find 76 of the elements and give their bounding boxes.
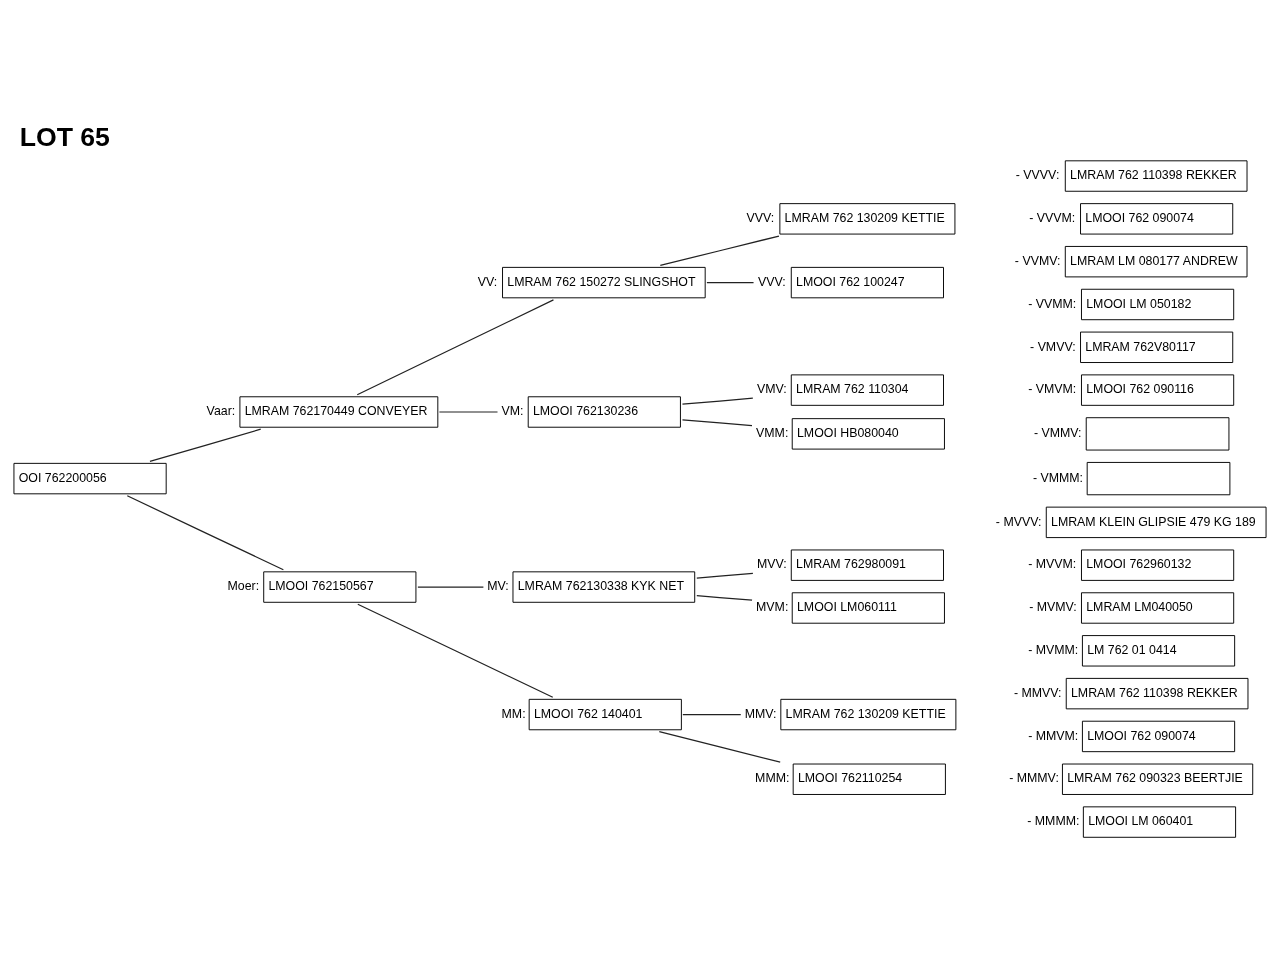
node-label: MMM: xyxy=(755,770,790,785)
connector xyxy=(356,298,555,395)
node-box: LMRAM 762980091 xyxy=(790,549,944,581)
node-label: VM: xyxy=(501,403,524,418)
node-label: VVV: xyxy=(746,210,775,225)
node-box: LMOOI LM060111 xyxy=(791,591,945,624)
node-label: MMV: xyxy=(744,706,777,721)
node-box: LMOOI 762 090074 xyxy=(1081,720,1236,752)
node-label: Moer: xyxy=(227,578,260,593)
connector xyxy=(696,572,754,579)
node-box xyxy=(1086,461,1231,495)
node-box xyxy=(1085,416,1230,451)
node-label: VV: xyxy=(477,274,498,289)
node-box: LMOOI 762150567 xyxy=(263,570,417,603)
node-box: LMRAM LM040050 xyxy=(1081,591,1235,624)
node-box: LM 762 01 0414 xyxy=(1081,634,1236,666)
node-label: - MMVV: xyxy=(1013,685,1062,700)
connector xyxy=(696,594,753,601)
node-box: LMOOI LM 060401 xyxy=(1082,805,1237,838)
node-label: - MMMV: xyxy=(1009,770,1059,785)
node-box: LMRAM 762 110398 REKKER xyxy=(1064,159,1248,192)
node-box: LMOOI 762 090074 xyxy=(1080,202,1234,235)
node-label: MV: xyxy=(487,578,509,593)
node-box: OOI 762200056 xyxy=(13,462,167,494)
connector xyxy=(357,603,554,698)
node-label: - VVMV: xyxy=(1014,253,1061,268)
node-label: - MVVM: xyxy=(1028,556,1077,571)
connector xyxy=(417,585,484,588)
node-box: LMOOI 762 140401 xyxy=(528,698,682,730)
node-box: LMOOI HB080040 xyxy=(791,417,945,450)
node-box: LMRAM 762130338 KYK NET xyxy=(512,570,696,603)
node-label: - VVVV: xyxy=(1015,167,1060,182)
node-label: - VMVM: xyxy=(1028,381,1077,396)
node-label: - VVVM: xyxy=(1029,210,1076,225)
node-box: LMOOI 762130236 xyxy=(527,395,681,428)
connector xyxy=(681,397,754,405)
node-box: LMOOI LM 050182 xyxy=(1081,288,1235,320)
connector xyxy=(706,281,755,283)
node-label: - MMVM: xyxy=(1028,728,1079,743)
node-label: - MVVV: xyxy=(995,514,1042,529)
connector xyxy=(126,494,284,570)
connector xyxy=(659,234,780,266)
node-box: LMRAM LM 080177 ANDREW xyxy=(1064,245,1248,277)
node-box: LMRAM 762V80117 xyxy=(1080,331,1234,363)
connector xyxy=(149,428,262,462)
node-box: LMOOI 762110254 xyxy=(792,763,946,795)
node-label: - VMMM: xyxy=(1032,470,1084,485)
connector xyxy=(682,713,742,715)
node-label: - VVMM: xyxy=(1028,296,1077,311)
node-box: LMRAM KLEIN GLIPSIE 479 KG 189 xyxy=(1045,506,1267,538)
node-label: - MVMM: xyxy=(1028,642,1079,657)
node-box: LMRAM 762 090323 BEERTJIE xyxy=(1061,763,1254,795)
node-box: LMRAM 762 110398 REKKER xyxy=(1065,677,1249,709)
node-label: MVM: xyxy=(756,599,789,614)
node-label: - MVMV: xyxy=(1029,599,1077,614)
node-label: VVV: xyxy=(757,274,786,289)
diagram-title: LOT 65 xyxy=(19,121,110,152)
node-label: - MMMM: xyxy=(1027,813,1080,828)
node-label: MVV: xyxy=(757,556,787,571)
node-label: Vaar: xyxy=(206,403,236,418)
node-label: VMV: xyxy=(757,381,787,396)
node-box: LMRAM 762 110304 xyxy=(790,373,944,406)
connector xyxy=(658,730,781,763)
node-label: - VMVV: xyxy=(1030,339,1076,354)
connector xyxy=(438,410,499,413)
node-box: LMRAM 762 130209 KETTIE xyxy=(780,698,957,730)
node-box: LMOOI 762 090116 xyxy=(1081,373,1235,406)
node-box: LMRAM 762 150272 SLINGSHOT xyxy=(502,266,706,298)
node-box: LMRAM 762 130209 KETTIE xyxy=(779,202,956,235)
node-box: LMRAM 762170449 CONVEYER xyxy=(239,395,439,428)
node-box: LMOOI 762960132 xyxy=(1081,549,1235,581)
node-box: LMOOI 762 100247 xyxy=(790,266,944,298)
node-label: VMM: xyxy=(756,425,789,440)
node-label: MM: xyxy=(501,706,526,721)
connector xyxy=(681,418,753,426)
node-label: - VMMV: xyxy=(1033,425,1082,440)
